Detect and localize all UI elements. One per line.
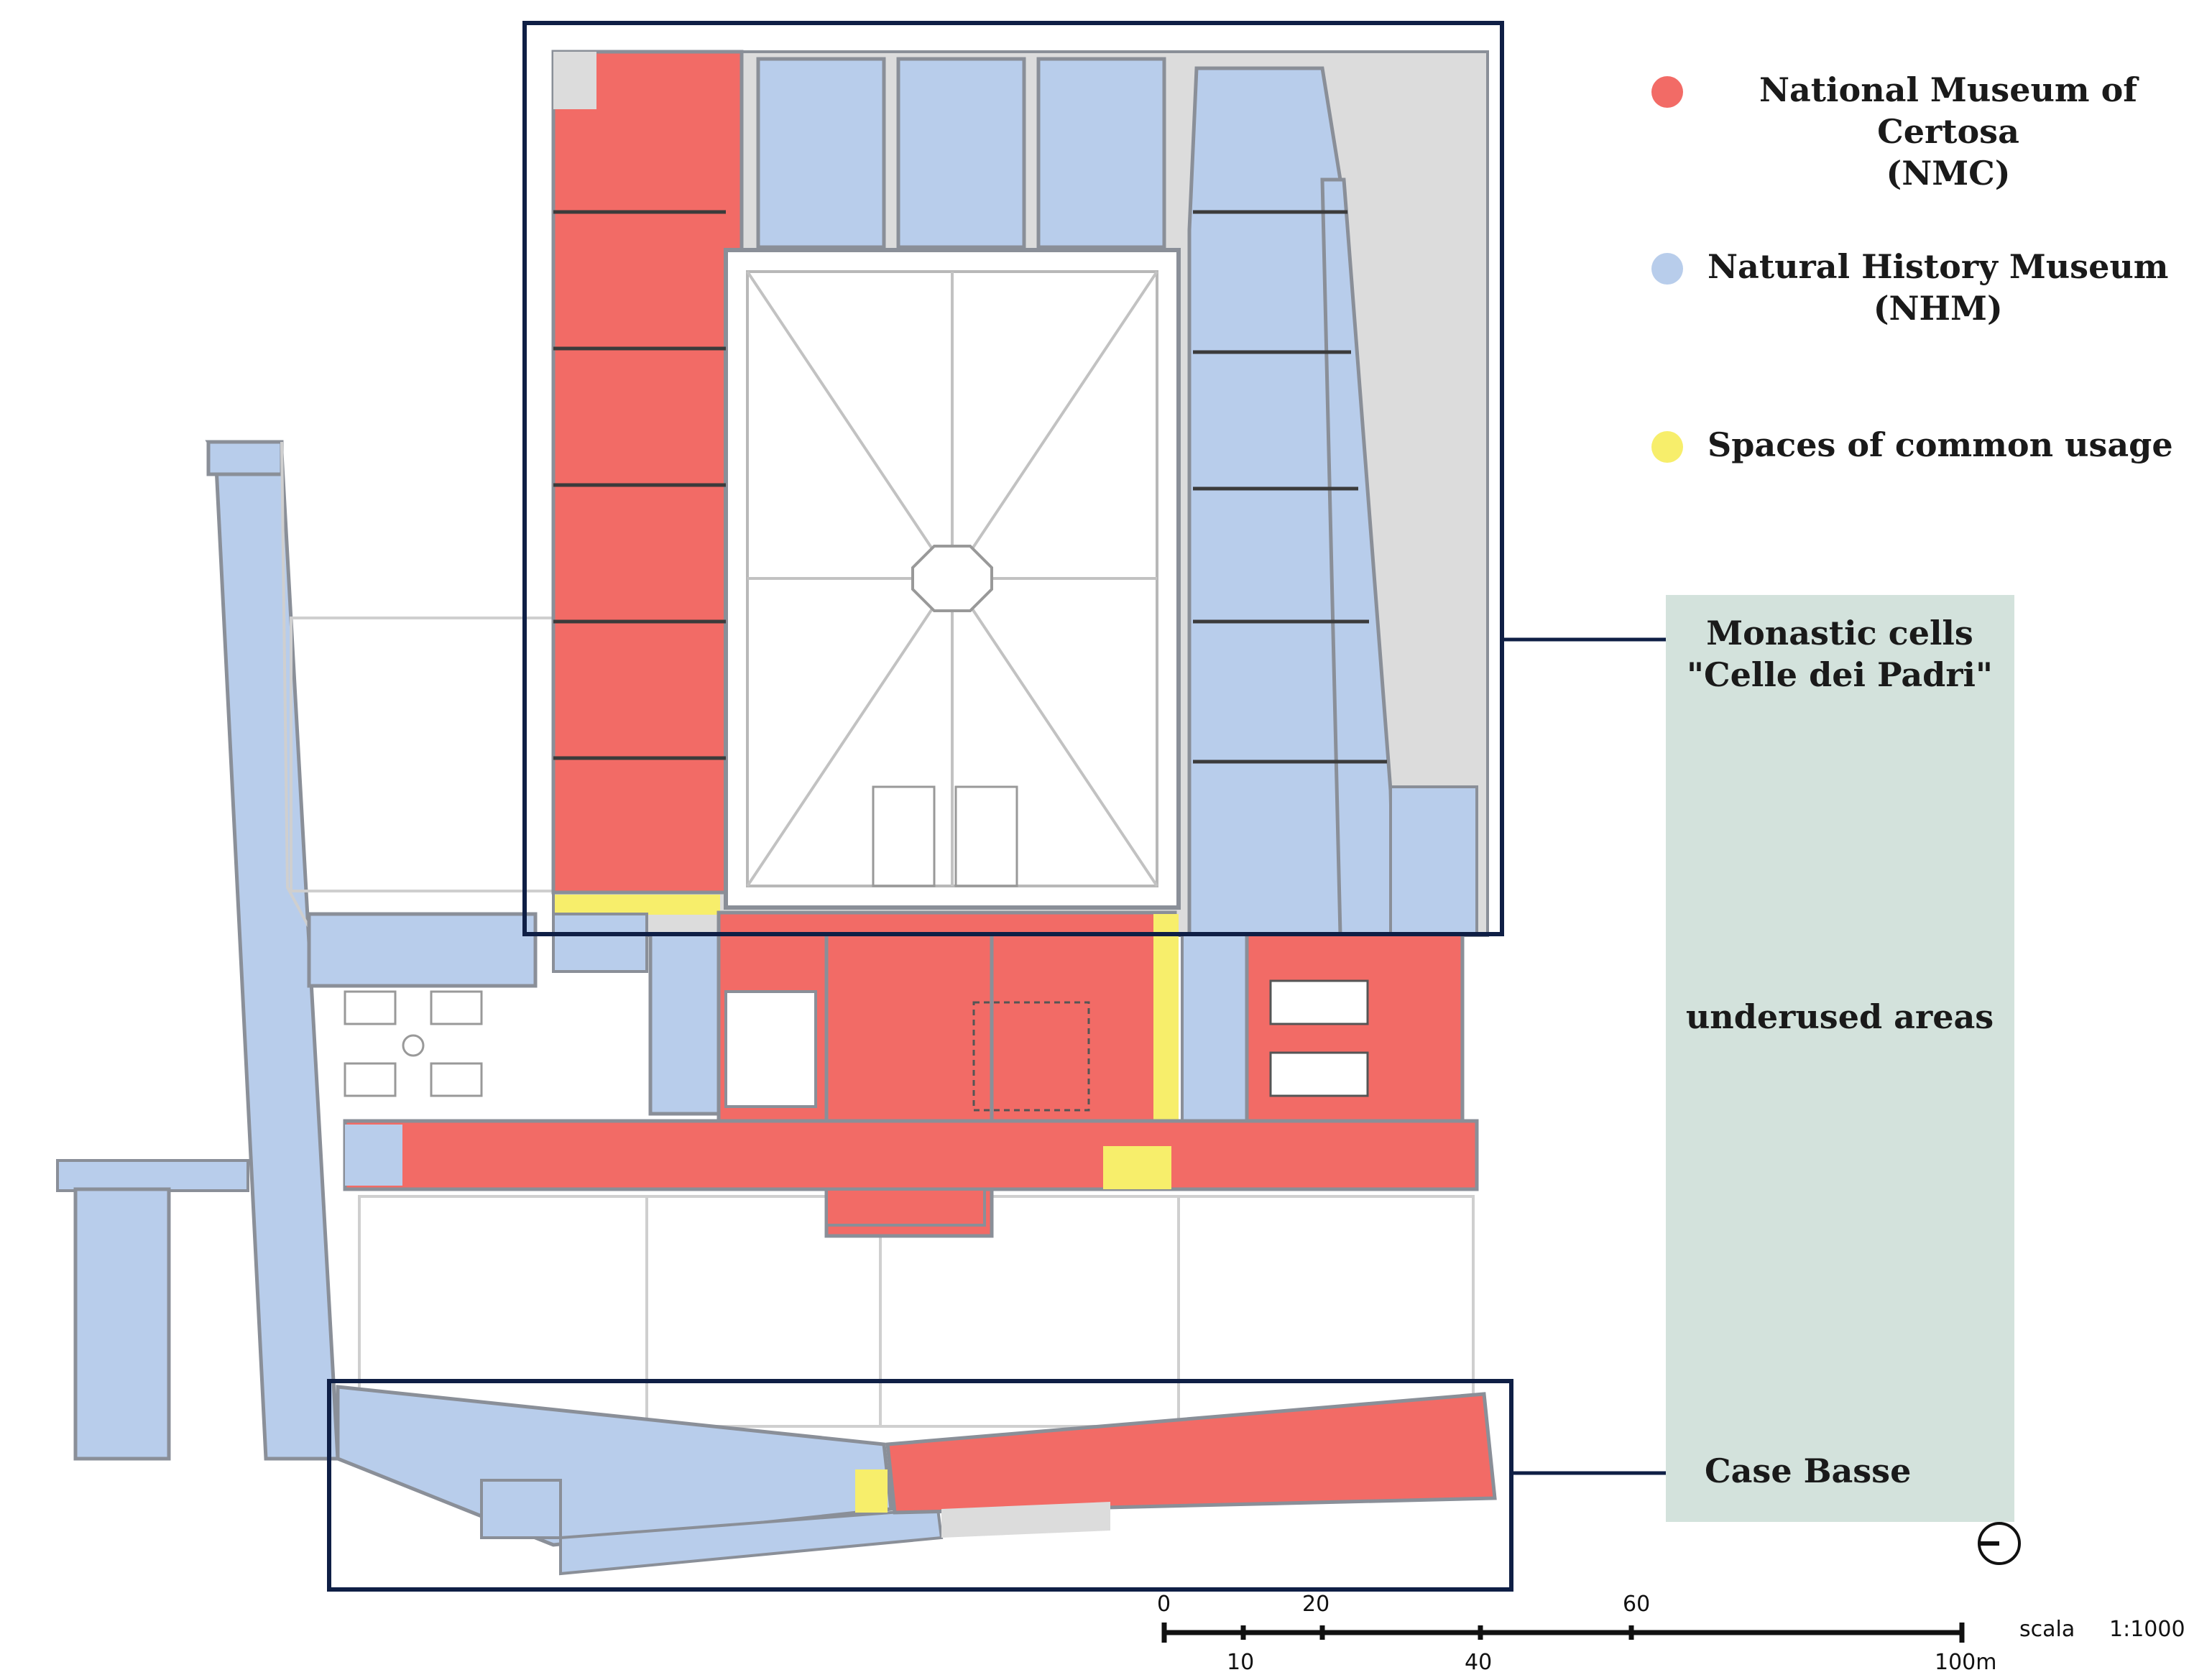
legend-nhm: Natural History Museum (NHM) (1651, 246, 2168, 329)
legend-common-swatch (1651, 431, 1683, 463)
scale-tick-20: 20 (1302, 1592, 1330, 1617)
scale-tick-0: 0 (1157, 1592, 1171, 1617)
case-basse-strip (336, 1385, 1497, 1576)
middle-band (307, 910, 1479, 1238)
scale-tick-60: 60 (1623, 1592, 1651, 1617)
legend-nhm-swatch (1651, 253, 1683, 285)
scale-tick-100m: 100m (1935, 1650, 1997, 1675)
case-basse-frame (327, 1379, 1513, 1592)
west-wing-head (206, 440, 284, 476)
legend-nmc-line1: National Museum of Certosa (1759, 70, 2138, 151)
west-annex (56, 1159, 249, 1461)
underused-areas-label: underused areas (1685, 997, 1994, 1036)
scale-bar (1161, 1623, 1965, 1643)
cloister-block (551, 50, 1489, 937)
legend-nmc-swatch (1651, 76, 1683, 108)
scale-ratio: 1:1000 (2109, 1617, 2185, 1642)
legend-nhm-line2: (NHM) (1873, 289, 2003, 328)
scale-word: scala (2019, 1617, 2075, 1642)
case-basse-label: Case Basse (1705, 1451, 1912, 1490)
monastic-cells-line2: "Celle dei Padri" (1687, 655, 1993, 694)
legend-common-line1: Spaces of common usage (1708, 425, 2173, 464)
underused-areas-panel (1666, 595, 2014, 1522)
monastic-cells-line1: Monastic cells (1706, 614, 1973, 652)
north-arrow-icon (1978, 1522, 2021, 1565)
monastic-cells-label: Monastic cells "Celle dei Padri" (1682, 612, 1998, 696)
scale-tick-40: 40 (1465, 1650, 1493, 1675)
legend-nhm-line1: Natural History Museum (1708, 247, 2169, 286)
scale-tick-10: 10 (1227, 1650, 1255, 1675)
legend-common: Spaces of common usage (1651, 424, 2173, 466)
monastic-cells-frame (522, 21, 1504, 936)
legend-nmc-line2: (NMC) (1886, 154, 2011, 193)
legend-nmc: National Museum of Certosa (NMC) (1651, 69, 2189, 194)
